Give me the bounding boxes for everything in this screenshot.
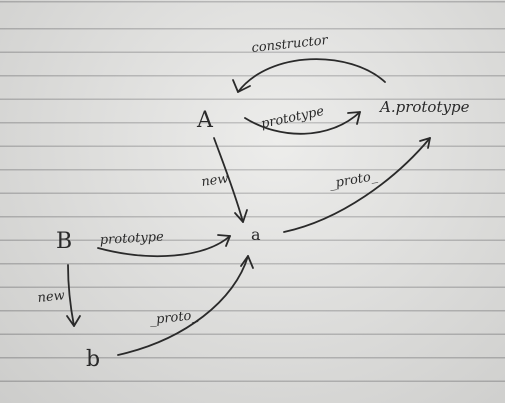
node-b: b [86,347,100,372]
label-proto-a: _proto_ [328,169,379,192]
edge-new-b [67,264,75,327]
label-proto-b: _proto_ [149,308,199,328]
edge-constructor-arrowhead [232,79,251,93]
edge-new-b-arrowhead [66,315,81,327]
edge-proto-b-arrowhead [240,255,254,269]
label-constructor: constructor [251,33,329,56]
edge-constructor [237,58,386,93]
node-A: A [196,108,214,133]
edge-proto-b [117,255,249,356]
edge-prototype-b [97,235,231,258]
edge-new-a-arrowhead [234,209,248,223]
label-new-b: new [37,288,66,306]
label-prototype-top: prototype [260,104,326,132]
node-A-prototype: A.prototype [378,98,470,116]
edge-prototype-top [244,111,361,135]
edge-prototype-b-arrowhead [217,234,231,247]
label-new-a: new [200,171,229,190]
edge-new-a [213,137,244,223]
node-B: B [56,229,72,254]
edge-prototype-top-arrowhead [347,111,361,125]
label-prototype-b: prototype [99,230,164,248]
edge-proto-a [283,137,431,233]
node-a: a [251,225,261,244]
edge-proto-a-arrowhead [419,137,431,149]
